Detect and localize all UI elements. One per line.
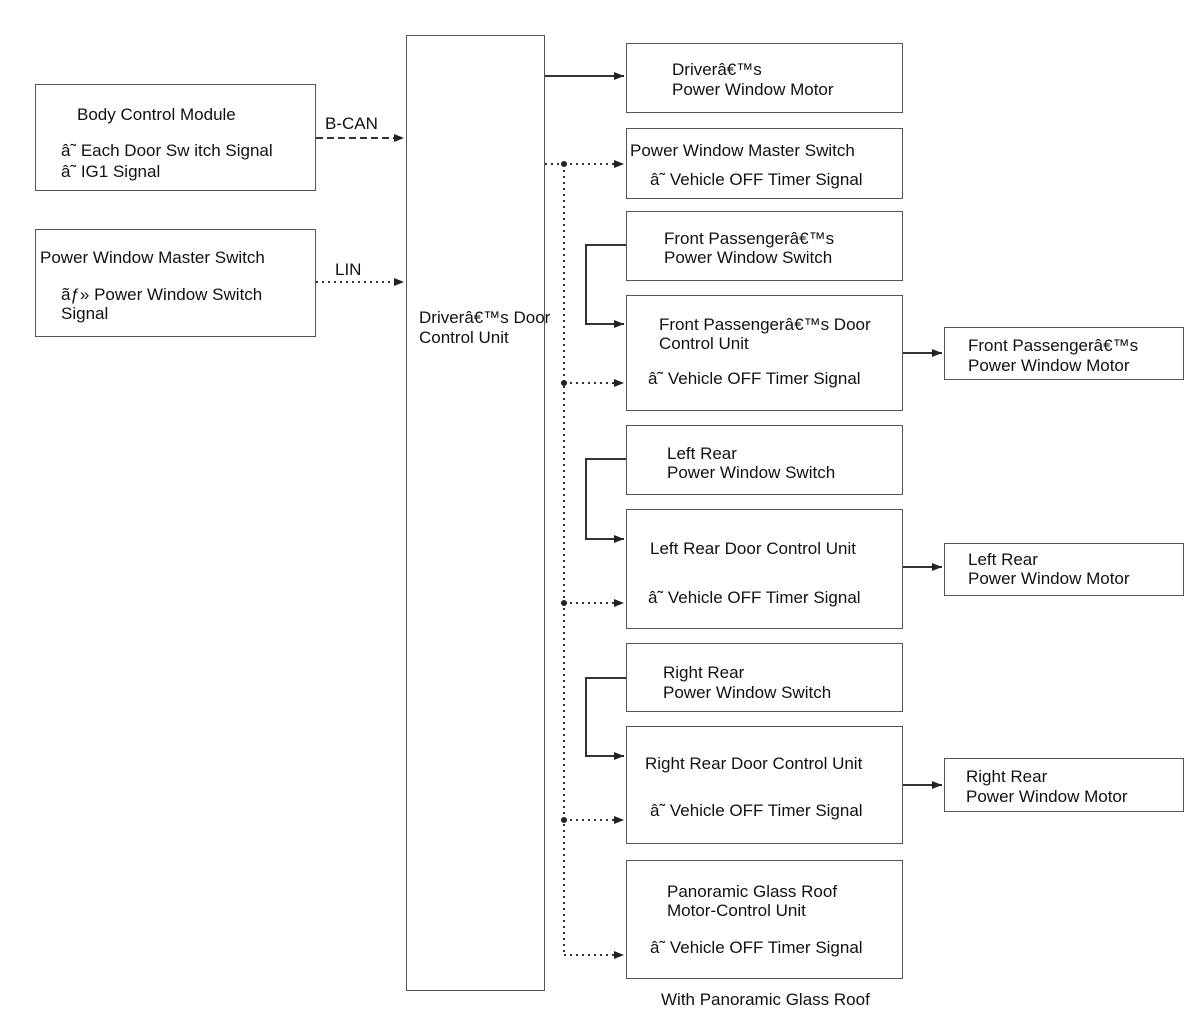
ddcu-label-2: Control Unit	[419, 328, 509, 347]
roof-mcu-signal: â˜ Vehicle OFF Timer Signal	[650, 938, 863, 957]
rr-motor-box	[944, 758, 1184, 812]
bcm-title: Body Control Module	[77, 105, 236, 124]
lr-switch-label-1: Left Rear	[667, 444, 737, 463]
bcm-signal-2: â˜ IG1 Signal	[61, 162, 161, 181]
junction-dot	[561, 600, 567, 606]
junction-dot	[561, 380, 567, 386]
rr-switch-link	[585, 677, 626, 760]
fp-door-control-unit-box	[626, 295, 903, 411]
pwms-output-title: Power Window Master Switch	[630, 141, 855, 160]
fp-dcu-label-2: Control Unit	[659, 334, 749, 353]
pwms-input-title: Power Window Master Switch	[40, 248, 265, 267]
fp-switch-label-1: Front Passengerâ€™s	[664, 229, 835, 248]
lr-motor-box	[944, 543, 1184, 596]
lin-label: LIN	[335, 260, 362, 279]
pwms-input-box	[35, 229, 316, 337]
fp-motor-label-1: Front Passengerâ€™s	[968, 336, 1139, 355]
lr-motor-label-2: Power Window Motor	[968, 569, 1130, 588]
rr-switch-box	[626, 643, 903, 712]
rr-motor-label-1: Right Rear	[966, 767, 1048, 786]
junction-dot	[561, 161, 567, 167]
lr-switch-box	[626, 425, 903, 495]
lr-switch-label-2: Power Window Switch	[667, 463, 836, 482]
roof-note: With Panoramic Glass Roof	[661, 990, 870, 1009]
rr-dcu-title: Right Rear Door Control Unit	[645, 754, 863, 773]
driver-motor-label-2: Power Window Motor	[672, 80, 834, 99]
fp-switch-label-2: Power Window Switch	[664, 248, 833, 267]
driver-motor-label-1: Driverâ€™s	[672, 60, 762, 79]
lr-door-control-unit-box	[626, 509, 903, 629]
fp-dcu-label-1: Front Passengerâ€™s Door	[659, 315, 871, 334]
roof-motor-control-unit-box	[626, 860, 903, 979]
fp-switch-box	[626, 211, 903, 281]
rr-motor-label-2: Power Window Motor	[966, 787, 1128, 806]
pwms-output-signal: â˜ Vehicle OFF Timer Signal	[650, 170, 863, 189]
roof-mcu-label-2: Motor-Control Unit	[667, 901, 806, 920]
fp-dcu-signal: â˜ Vehicle OFF Timer Signal	[648, 369, 861, 388]
driver-motor-box	[626, 43, 903, 113]
rr-switch-label-1: Right Rear	[663, 663, 745, 682]
fp-motor-box	[944, 327, 1184, 380]
ddcu-label-1: Driverâ€™s Door	[419, 308, 551, 327]
pwms-input-signal-1: ãƒ» Power Window Switch	[61, 285, 263, 304]
rr-switch-label-2: Power Window Switch	[663, 683, 832, 702]
bcm-signal-1: â˜ Each Door Sw itch Signal	[61, 141, 273, 160]
lr-switch-link	[585, 458, 626, 543]
driver-door-control-unit-box	[406, 35, 545, 991]
roof-mcu-label-1: Panoramic Glass Roof	[667, 882, 838, 901]
junction-dot	[561, 817, 567, 823]
lr-motor-label-1: Left Rear	[968, 550, 1038, 569]
body-control-module-box	[35, 84, 316, 191]
fp-motor-label-2: Power Window Motor	[968, 356, 1130, 375]
fp-switch-link	[585, 244, 626, 328]
lr-dcu-signal: â˜ Vehicle OFF Timer Signal	[648, 588, 861, 607]
rr-dcu-signal: â˜ Vehicle OFF Timer Signal	[650, 801, 863, 820]
lr-dcu-title: Left Rear Door Control Unit	[650, 539, 856, 558]
pwms-output-box	[626, 128, 903, 199]
pwms-input-signal-2: Signal	[61, 304, 109, 323]
bcan-label: B-CAN	[325, 114, 378, 133]
rr-door-control-unit-box	[626, 726, 903, 844]
